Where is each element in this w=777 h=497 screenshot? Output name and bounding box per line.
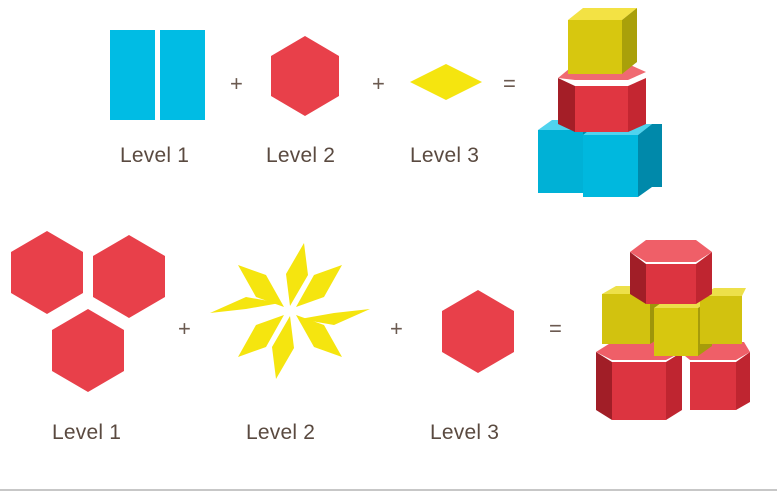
row1-level1-blue-squares xyxy=(110,30,205,120)
bottom-divider xyxy=(0,489,777,491)
equals-operator-1: = xyxy=(503,71,516,96)
plus-operator-1: + xyxy=(230,71,243,96)
blue-square-right xyxy=(160,30,205,120)
row2-label-level1: Level 1 xyxy=(52,421,122,444)
row1-level3-yellow-rhombus xyxy=(410,64,482,100)
red-hexagon-a xyxy=(11,231,83,314)
row2-result-pyramid xyxy=(596,240,750,420)
plus-operator-4: + xyxy=(390,316,403,341)
row1-label-level1: Level 1 xyxy=(120,144,190,167)
row1-label-level2: Level 2 xyxy=(266,144,336,167)
row1-result-stack xyxy=(538,8,662,197)
row2-level1-red-hexagons xyxy=(11,231,165,392)
plus-operator-3: + xyxy=(178,316,191,341)
equals-operator-2: = xyxy=(549,316,562,341)
row2-label-level3: Level 3 xyxy=(430,421,500,444)
red-hexagon-c xyxy=(52,309,124,392)
blue-square-left xyxy=(110,30,155,120)
plus-operator-2: + xyxy=(372,71,385,96)
row2-label-level2: Level 2 xyxy=(246,421,316,444)
row2-level2-yellow-star xyxy=(210,243,370,379)
row2-level3-red-hexagon xyxy=(442,290,514,373)
row1-level2-red-hexagon xyxy=(271,36,339,116)
row1-label-level3: Level 3 xyxy=(410,144,480,167)
red-hexagon-b xyxy=(93,235,165,318)
